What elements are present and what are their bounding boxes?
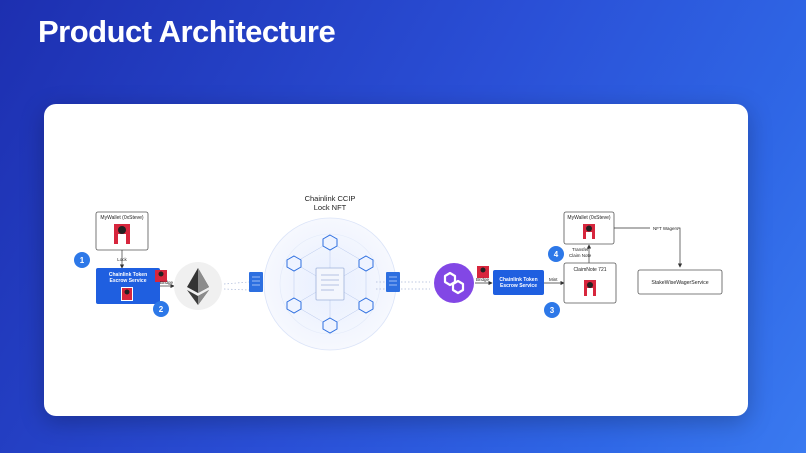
nft-wagers-label: NFT Wagers <box>653 226 679 231</box>
ccip-document-icon <box>315 267 345 301</box>
stakewise-wager-service-label: StakeWiseWagerService <box>651 280 708 286</box>
nft-avatar-icon <box>584 280 596 296</box>
nft-small-icon <box>155 270 167 282</box>
ccip-node-icon <box>358 255 374 272</box>
lock-label: Lock <box>117 257 127 262</box>
right-escrow-service-box: Chainlink Token Escrow Service <box>493 270 544 295</box>
right-bridge-label: Bridge <box>476 277 490 282</box>
step-badge-1: 1 <box>74 252 90 268</box>
left-escrow-line2: Escrow Service <box>110 278 147 284</box>
stakewise-wager-service-box: StakeWiseWagerService <box>637 269 723 295</box>
right-escrow-line1: Chainlink Token <box>499 277 537 283</box>
ccip-node-icon <box>286 297 302 314</box>
step-badge-2: 2 <box>153 301 169 317</box>
mint-label: Mint <box>549 277 558 282</box>
ccip-node-icon <box>286 255 302 272</box>
architecture-diagram: MyWallet (0xSteve) Lock Chainlink Token … <box>74 194 723 351</box>
transfer-label-line2: Claim Note <box>569 253 592 258</box>
nft-avatar-icon <box>114 224 130 244</box>
claimnote-box: ClaimNote 721 <box>563 262 617 304</box>
step-badge-4: 4 <box>548 246 564 262</box>
ccip-node-icon <box>358 297 374 314</box>
left-ccip-connector <box>223 281 250 285</box>
ccip-node-icon <box>322 317 338 334</box>
ccip-title: Chainlink CCIP <box>305 194 356 203</box>
nft-small-icon <box>477 266 489 278</box>
message-document-icon <box>249 272 263 292</box>
ccip-node-icon <box>322 234 338 251</box>
message-document-icon <box>386 272 400 292</box>
left-wallet-box: MyWallet (0xSteve) <box>95 211 149 251</box>
right-wallet-label: MyWallet (0xSteve) <box>567 215 610 221</box>
step-2-number: 2 <box>159 305 164 314</box>
claimnote-label: ClaimNote 721 <box>573 267 606 273</box>
nft-avatar-icon <box>121 287 133 301</box>
step-4-number: 4 <box>554 250 559 259</box>
slide-title: Product Architecture <box>38 14 336 49</box>
left-escrow-line1: Chainlink Token <box>109 272 147 278</box>
step-3-number: 3 <box>550 306 555 315</box>
right-escrow-line2: Escrow Service <box>500 283 537 289</box>
nft-avatar-icon <box>583 224 595 239</box>
left-wallet-label: MyWallet (0xSteve) <box>100 215 143 221</box>
ethereum-logo-icon <box>174 262 222 310</box>
architecture-card: MyWallet (0xSteve) Lock Chainlink Token … <box>44 104 748 416</box>
step-badge-3: 3 <box>544 302 560 318</box>
nft-wagers-label-bg <box>650 224 678 232</box>
left-ccip-connector <box>223 288 250 291</box>
ccip-network-graphic <box>263 217 397 351</box>
ccip-subtitle: Lock NFT <box>314 203 347 212</box>
transfer-label-line1: Transfer <box>572 247 589 252</box>
nft-wagers-arrow <box>614 227 683 268</box>
left-escrow-service-box: Chainlink Token Escrow Service <box>96 268 160 304</box>
left-bridge-label: Bridge <box>160 280 174 285</box>
right-wallet-box: MyWallet (0xSteve) <box>563 211 615 245</box>
step-1-number: 1 <box>80 256 85 265</box>
polygon-logo-icon <box>434 263 474 303</box>
